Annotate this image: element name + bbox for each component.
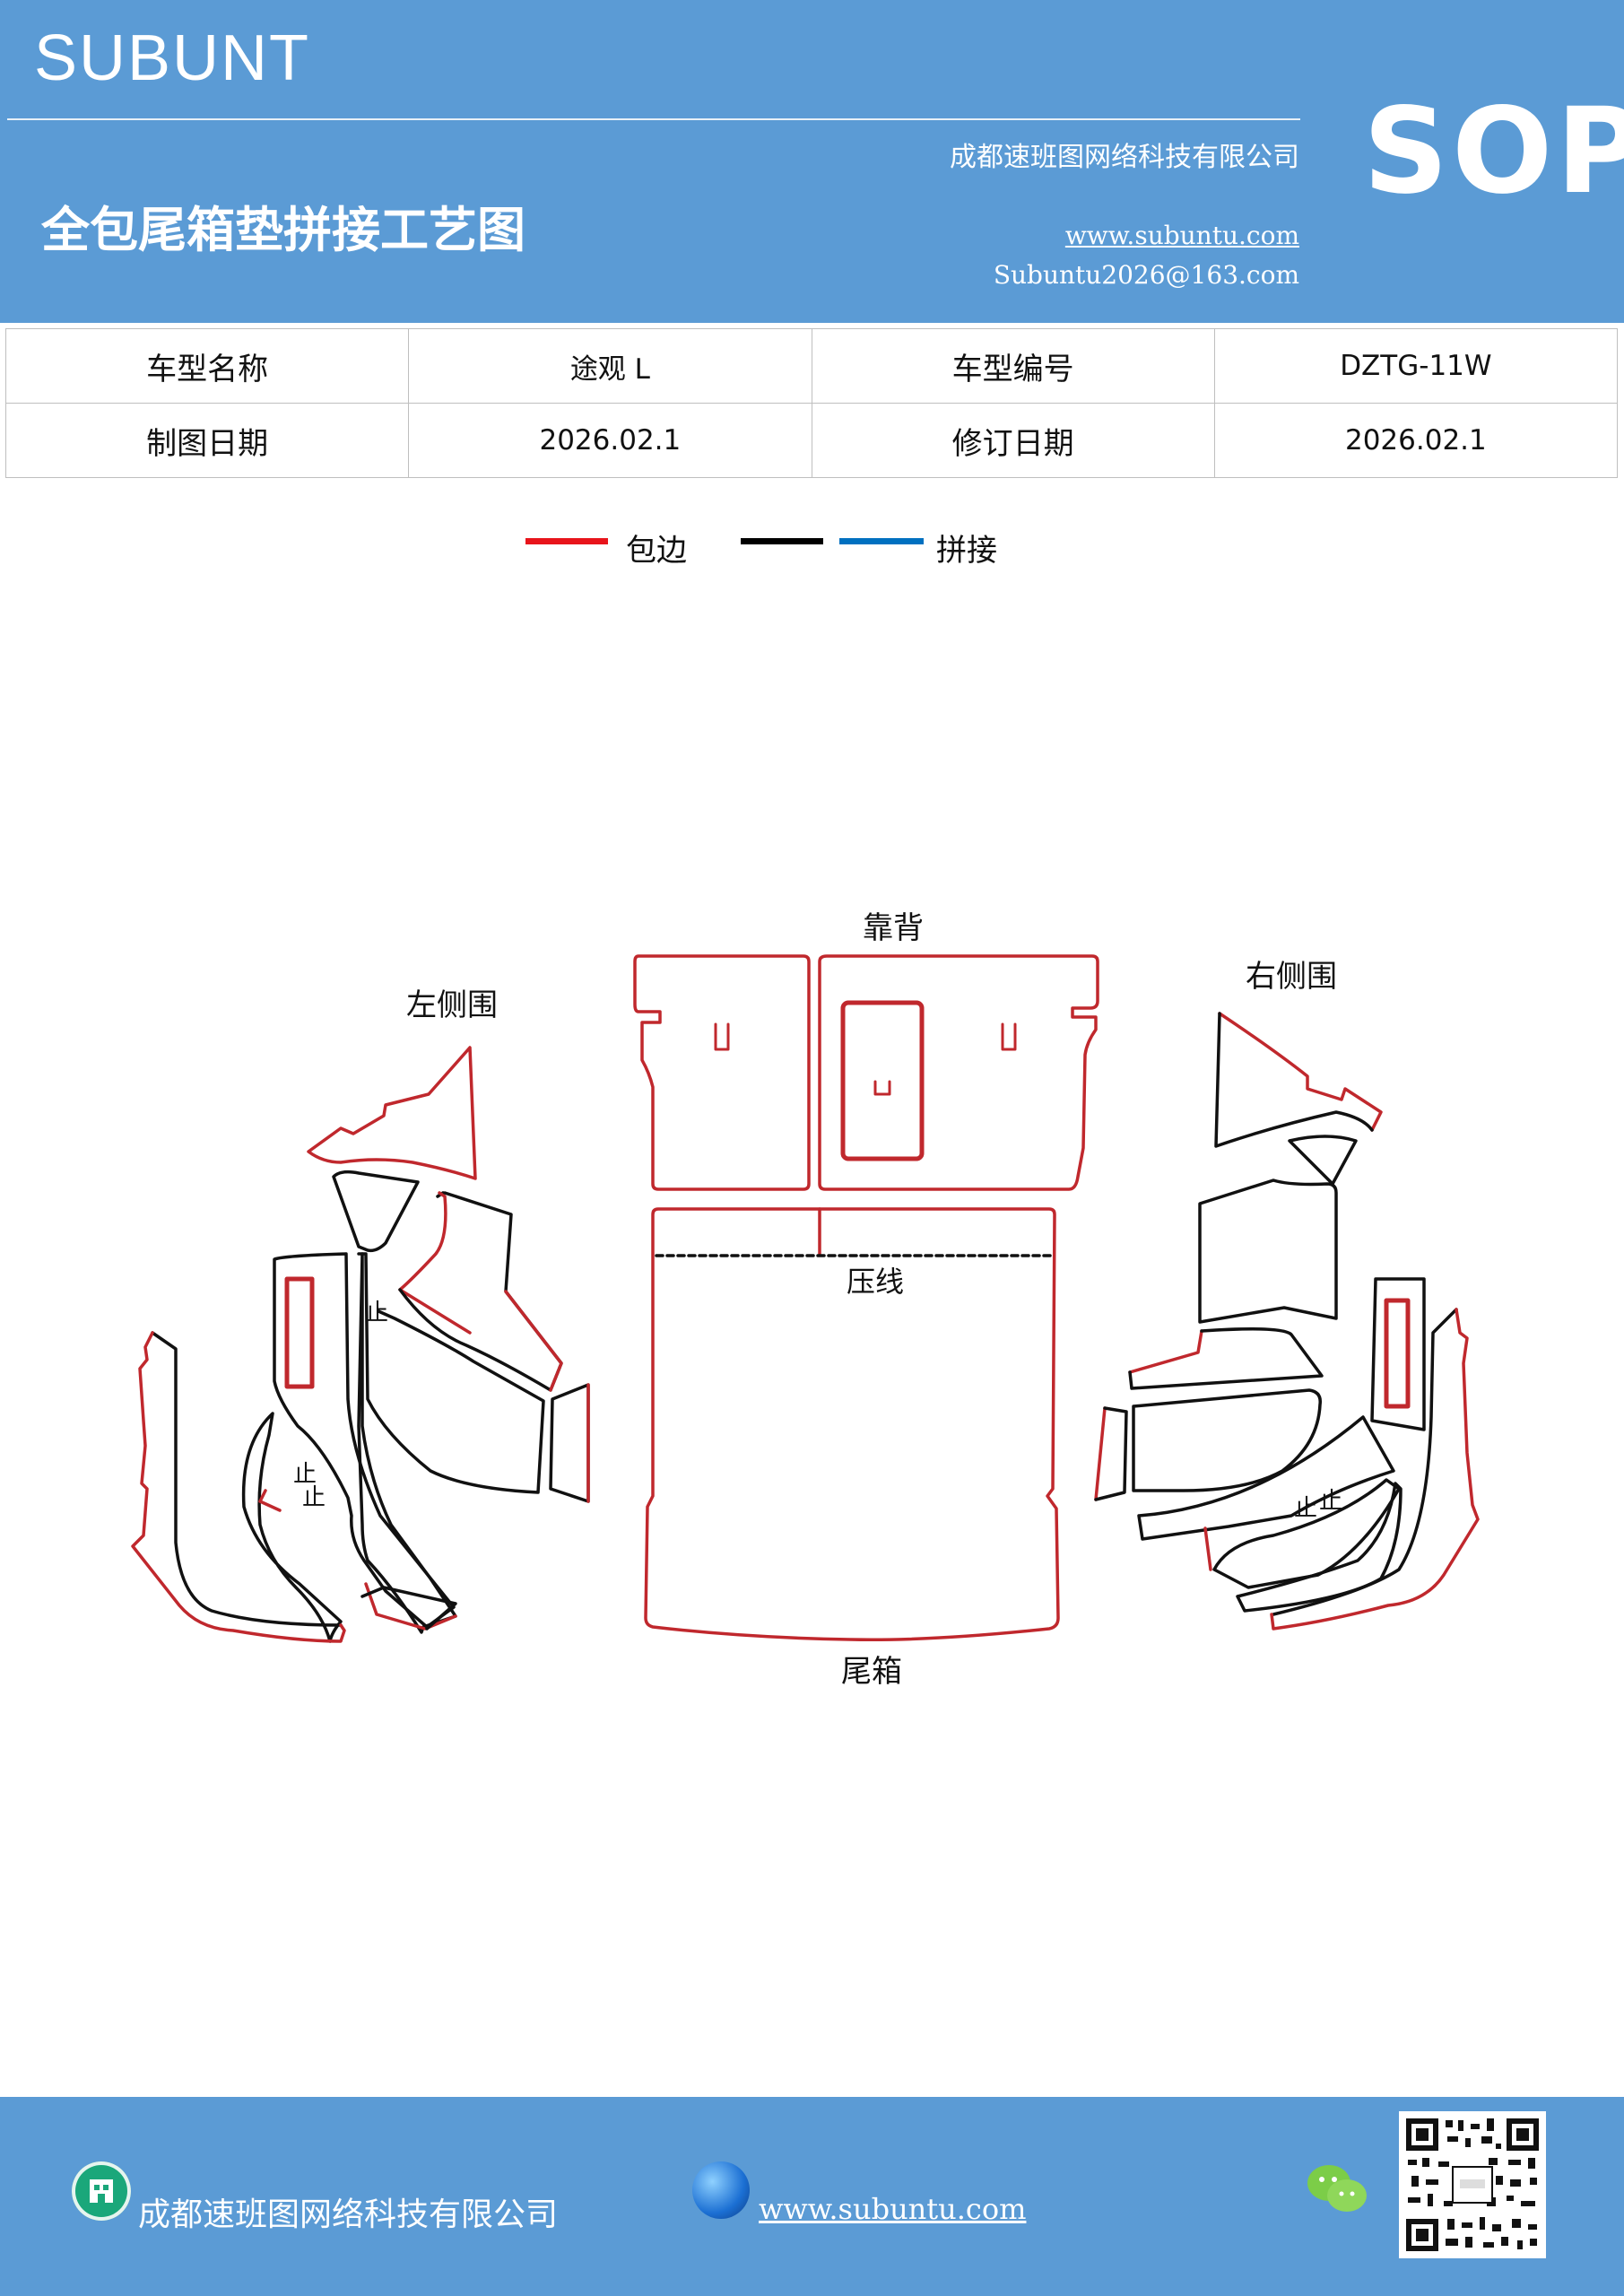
left-piece-c-black [398,1191,563,1392]
right-top-triangle-black [1214,1012,1374,1148]
left-big-panel [273,1252,456,1629]
header-company: 成都速班图网络科技有限公司 [950,142,1299,173]
legend: 包边 拼接 [0,520,1624,574]
right-strip-left [1094,1406,1107,1501]
label-press-line: 压线 [847,1265,904,1299]
left-curve-panel [241,1412,343,1643]
building-icon [72,2161,131,2221]
left-outer-panel-red [131,1331,346,1643]
right-top-triangle [1218,1012,1383,1132]
left-big-cutout [284,1276,315,1389]
model-name-label: 车型名称 [4,328,410,404]
model-code-label: 车型编号 [811,328,1215,404]
info-table: 车型名称 途观 L 车型编号 DZTG-11W 制图日期 2026.02.1 修… [4,328,1619,478]
wechat-icon [1302,2160,1374,2217]
label-trunk: 尾箱 [841,1654,902,1690]
legend-black-swatch [741,538,823,544]
legend-edge-swatch [525,538,608,544]
right-small-piece [1288,1135,1358,1186]
brand-name: SUBUNT [34,22,311,94]
legend-join-swatch [839,538,924,544]
header-divider [7,118,1300,120]
left-bottom-piece [360,1586,457,1631]
left-outer-panel [151,1331,343,1627]
legend-edge-label: 包边 [626,533,687,569]
backrest-left-panel [633,954,811,1191]
right-outer-panel [1272,1308,1458,1616]
qr-code [1399,2111,1546,2258]
right-tall-panel [1370,1277,1426,1431]
draw-date-label: 制图日期 [4,403,410,478]
backrest-right-panel [818,954,1099,1191]
left-side-strip [549,1383,590,1503]
left-piece-c-red [504,1290,563,1392]
label-backrest: 靠背 [863,910,924,946]
right-curve-strip-red [1203,1526,1212,1571]
left-mid-panel [357,1252,545,1494]
right-tall-cutout [1384,1298,1411,1409]
stop-mark: 止 [302,1484,326,1511]
left-main-panel-red [364,1582,457,1631]
right-large-panel [1132,1388,1322,1492]
left-piece-c [398,1191,472,1335]
label-left-side: 左侧围 [406,987,498,1023]
backrest-slot [714,1022,730,1051]
revise-date-label: 修订日期 [811,403,1215,478]
footer-banner: 成都速班图网络科技有限公司 www.subuntu.com [0,2097,1624,2296]
document-title: 全包尾箱垫拼接工艺图 [41,202,525,258]
label-right-side: 右侧围 [1246,959,1337,995]
globe-icon [692,2161,750,2219]
right-long-strip [1137,1415,1395,1541]
revise-date-value: 2026.02.1 [1213,403,1619,478]
right-outer-panel-red [1270,1308,1480,1631]
model-name-value: 途观 L [408,328,812,404]
right-strip-left-black [1094,1406,1128,1501]
left-piece-a [332,1170,420,1253]
right-mid-panel [1128,1327,1324,1390]
footer-company: 成都速班图网络科技有限公司 [138,2196,559,2233]
header-banner: SUBUNT 成都速班图网络科技有限公司 全包尾箱垫拼接工艺图 www.subu… [0,0,1624,323]
header-email: Subuntu2026@163.com [993,260,1299,290]
right-curve-strip [1212,1478,1401,1589]
backrest-cutout [840,1000,925,1161]
stop-mark: 止 [293,1461,317,1488]
right-mid-panel-red [1128,1329,1203,1374]
footer-website-link[interactable]: www.subuntu.com [759,2192,1027,2226]
table-row: 制图日期 2026.02.1 修订日期 2026.02.1 [4,403,1619,478]
draw-date-value: 2026.02.1 [408,403,812,478]
header-website-link[interactable]: www.subuntu.com [1064,221,1299,250]
trunk-floor-panel [644,1207,1060,1641]
legend-join-label: 拼接 [936,533,997,569]
sop-badge: SOP [1363,83,1624,221]
backrest-slot [873,1080,891,1096]
backrest-slot [1001,1022,1017,1051]
right-upper-panel [1198,1178,1338,1324]
left-curve-panel-red [258,1489,282,1512]
left-top-triangle [307,1046,477,1180]
table-row: 车型名称 途观 L 车型编号 DZTG-11W [4,328,1619,404]
model-code-value: DZTG-11W [1213,328,1619,404]
